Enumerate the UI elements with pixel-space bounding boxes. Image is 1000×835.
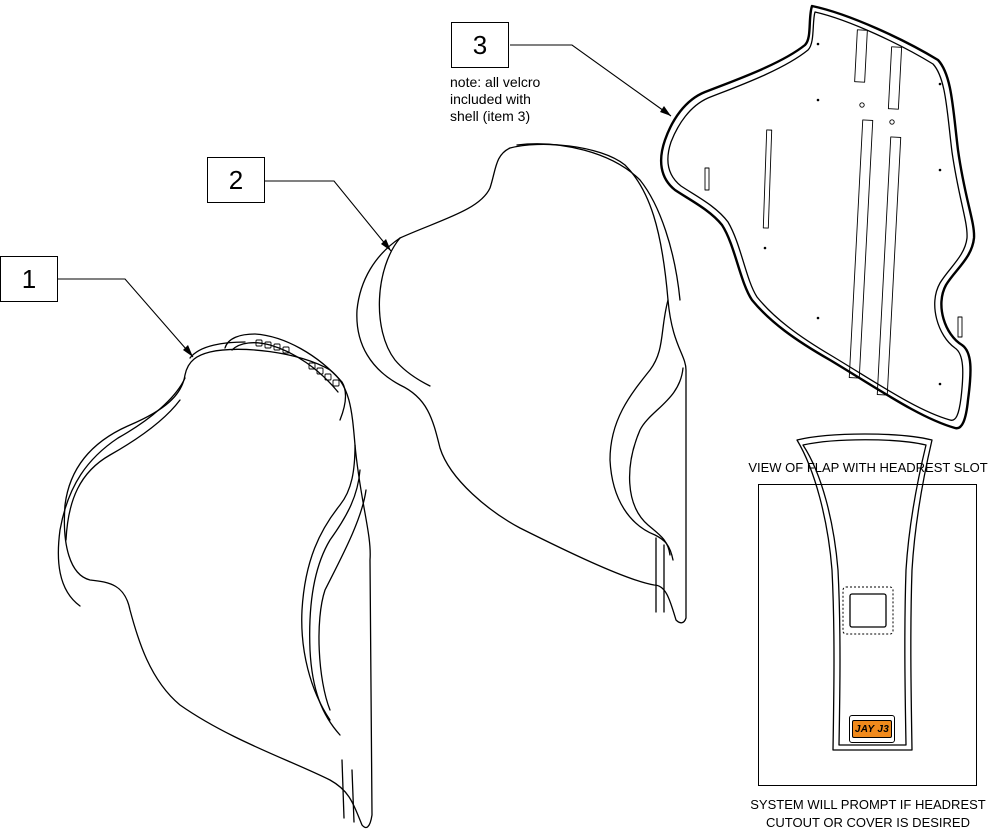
jay-logo-icon: JAY J3: [852, 720, 892, 738]
callout-2: 2: [207, 157, 265, 203]
callout-1-label: 1: [21, 263, 37, 294]
foam-insert-item-2: [356, 143, 687, 624]
callout-3-label: 3: [472, 29, 488, 60]
jay-logo-badge: JAY J3: [849, 715, 895, 743]
callout-3: 3: [451, 22, 509, 68]
velcro-note: note: all velcro included with shell (it…: [450, 74, 540, 125]
inset-title: VIEW OF FLAP WITH HEADREST SLOT: [748, 460, 988, 475]
leader-lines: [57, 44, 672, 358]
velcro-note-line-2: included with: [450, 91, 531, 107]
callout-1: 1: [0, 256, 58, 302]
inset-footer-line-1: SYSTEM WILL PROMPT IF HEADREST: [750, 797, 986, 812]
cover-item-1: [57, 333, 373, 829]
inset-frame: [758, 484, 977, 786]
shell-item-3: [659, 4, 976, 430]
callout-2-label: 2: [228, 164, 244, 195]
inset-footer-line-2: CUTOUT OR COVER IS DESIRED: [766, 815, 970, 830]
headrest-flap-view: [796, 433, 933, 751]
velcro-note-line-1: note: all velcro: [450, 74, 541, 90]
velcro-note-line-3: shell (item 3): [450, 108, 531, 124]
